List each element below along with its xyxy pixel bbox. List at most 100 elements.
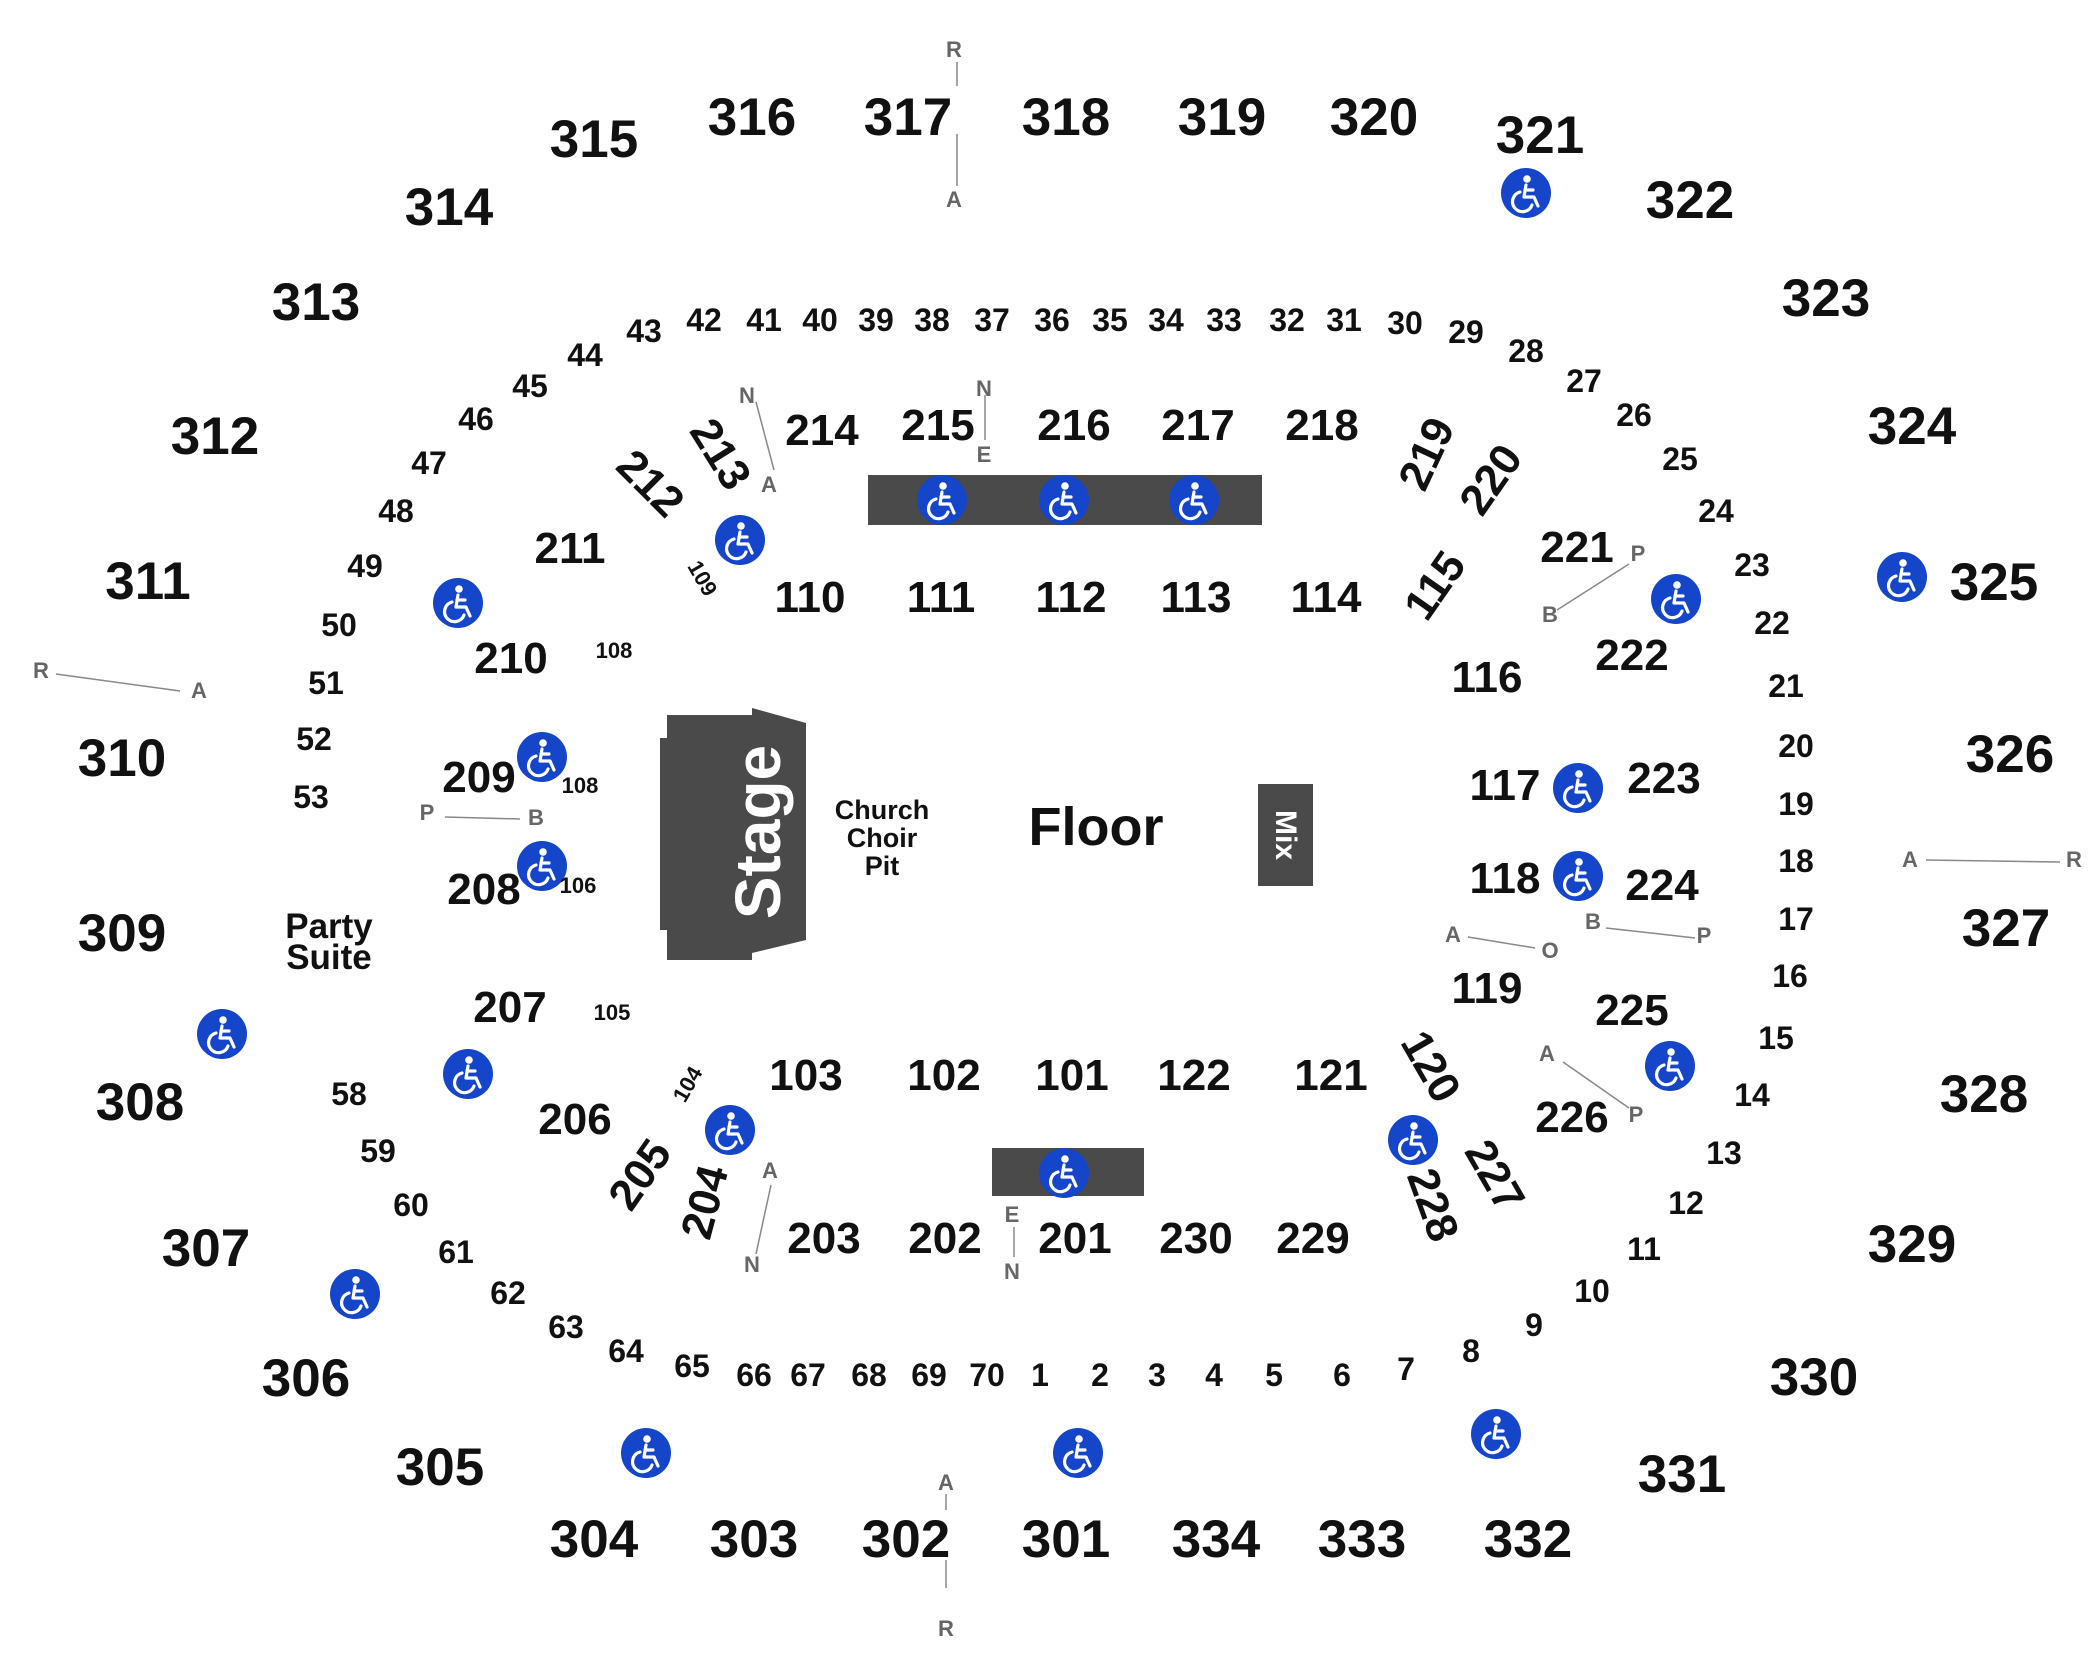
section-227[interactable]: 227 xyxy=(1455,1132,1534,1220)
club-section[interactable]: 59 xyxy=(360,1133,396,1169)
club-section[interactable]: 1 xyxy=(1031,1357,1049,1393)
club-section[interactable]: 60 xyxy=(393,1187,429,1223)
section-202[interactable]: 202 xyxy=(908,1214,981,1263)
section-306[interactable]: 306 xyxy=(262,1349,350,1408)
club-section[interactable]: 10 xyxy=(1574,1273,1610,1309)
section-207[interactable]: 207 xyxy=(473,983,546,1032)
club-section[interactable]: 40 xyxy=(802,302,838,338)
club-section[interactable]: 65 xyxy=(674,1348,710,1384)
party-suite-line-2[interactable]: Suite xyxy=(286,938,372,977)
section-101[interactable]: 101 xyxy=(1035,1051,1108,1100)
club-section[interactable]: 47 xyxy=(411,445,447,481)
club-section[interactable]: 3 xyxy=(1148,1357,1166,1393)
section-229[interactable]: 229 xyxy=(1276,1214,1349,1263)
section-102[interactable]: 102 xyxy=(907,1051,980,1100)
club-section[interactable]: 29 xyxy=(1448,314,1484,350)
section-318[interactable]: 318 xyxy=(1022,88,1110,147)
section-308[interactable]: 308 xyxy=(96,1073,184,1132)
section-230[interactable]: 230 xyxy=(1159,1214,1232,1263)
section-212[interactable]: 212 xyxy=(607,440,694,527)
section-333[interactable]: 333 xyxy=(1318,1510,1406,1569)
section-208[interactable]: 208 xyxy=(447,865,520,914)
section-216[interactable]: 216 xyxy=(1037,401,1110,450)
club-section[interactable]: 17 xyxy=(1778,901,1814,937)
club-section[interactable]: 69 xyxy=(911,1357,947,1393)
club-section[interactable]: 18 xyxy=(1778,843,1814,879)
section-112[interactable]: 112 xyxy=(1036,573,1107,622)
section-113[interactable]: 113 xyxy=(1161,573,1232,622)
section-326[interactable]: 326 xyxy=(1966,725,2054,784)
section-222[interactable]: 222 xyxy=(1595,631,1668,680)
section-305[interactable]: 305 xyxy=(396,1438,484,1497)
section-224[interactable]: 224 xyxy=(1625,861,1699,910)
section-105[interactable]: 105 xyxy=(594,1000,631,1025)
section-307[interactable]: 307 xyxy=(162,1219,250,1278)
section-327[interactable]: 327 xyxy=(1962,899,2050,958)
section-320[interactable]: 320 xyxy=(1330,88,1418,147)
section-121[interactable]: 121 xyxy=(1294,1051,1367,1100)
party-suite-line-1[interactable]: Party xyxy=(285,907,373,946)
club-section[interactable]: 33 xyxy=(1206,302,1242,338)
section-332[interactable]: 332 xyxy=(1484,1510,1572,1569)
club-section[interactable]: 58 xyxy=(331,1076,367,1112)
club-section[interactable]: 25 xyxy=(1662,441,1698,477)
club-section[interactable]: 52 xyxy=(296,721,332,757)
club-section[interactable]: 64 xyxy=(608,1333,644,1369)
club-section[interactable]: 14 xyxy=(1734,1077,1770,1113)
section-213[interactable]: 213 xyxy=(680,410,760,498)
section-330[interactable]: 330 xyxy=(1770,1348,1858,1407)
club-section[interactable]: 37 xyxy=(974,302,1010,338)
section-104[interactable]: 104 xyxy=(667,1061,707,1106)
section-119[interactable]: 119 xyxy=(1452,964,1523,1013)
section-226[interactable]: 226 xyxy=(1535,1093,1608,1142)
club-section[interactable]: 63 xyxy=(548,1309,584,1345)
section-204[interactable]: 204 xyxy=(672,1160,738,1244)
section-315[interactable]: 315 xyxy=(550,110,638,169)
club-section[interactable]: 32 xyxy=(1269,302,1305,338)
club-section[interactable]: 7 xyxy=(1397,1351,1415,1387)
club-section[interactable]: 19 xyxy=(1778,786,1814,822)
section-103[interactable]: 103 xyxy=(769,1051,842,1100)
section-106[interactable]: 106 xyxy=(560,873,597,898)
club-section[interactable]: 28 xyxy=(1508,333,1544,369)
club-section[interactable]: 30 xyxy=(1387,305,1423,341)
club-section[interactable]: 62 xyxy=(490,1275,526,1311)
section-108-upper[interactable]: 108 xyxy=(596,638,633,663)
section-206[interactable]: 206 xyxy=(538,1095,611,1144)
club-section[interactable]: 44 xyxy=(567,337,603,373)
section-228[interactable]: 228 xyxy=(1397,1162,1468,1248)
section-319[interactable]: 319 xyxy=(1178,88,1266,147)
club-section[interactable]: 70 xyxy=(969,1357,1005,1393)
section-311[interactable]: 311 xyxy=(105,552,191,611)
club-section[interactable]: 8 xyxy=(1462,1333,1480,1369)
section-115[interactable]: 115 xyxy=(1395,543,1476,629)
club-section[interactable]: 16 xyxy=(1772,958,1808,994)
club-section[interactable]: 15 xyxy=(1758,1020,1794,1056)
section-314[interactable]: 314 xyxy=(405,178,494,237)
club-section[interactable]: 26 xyxy=(1616,397,1652,433)
section-214[interactable]: 214 xyxy=(785,406,859,455)
club-section[interactable]: 5 xyxy=(1265,1357,1283,1393)
section-325[interactable]: 325 xyxy=(1950,553,2038,612)
club-section[interactable]: 22 xyxy=(1754,605,1790,641)
section-316[interactable]: 316 xyxy=(708,88,796,147)
section-117[interactable]: 117 xyxy=(1470,761,1541,810)
club-section[interactable]: 41 xyxy=(746,302,782,338)
section-116[interactable]: 116 xyxy=(1452,653,1523,702)
section-209[interactable]: 209 xyxy=(442,753,515,802)
club-section[interactable]: 6 xyxy=(1333,1357,1351,1393)
section-211[interactable]: 211 xyxy=(535,524,606,573)
section-223[interactable]: 223 xyxy=(1627,754,1700,803)
section-303[interactable]: 303 xyxy=(710,1510,798,1569)
section-218[interactable]: 218 xyxy=(1285,401,1358,450)
club-section[interactable]: 34 xyxy=(1148,302,1184,338)
club-section[interactable]: 31 xyxy=(1326,302,1362,338)
section-114[interactable]: 114 xyxy=(1291,573,1363,622)
section-219[interactable]: 219 xyxy=(1389,410,1464,497)
club-section[interactable]: 42 xyxy=(686,302,722,338)
club-section[interactable]: 50 xyxy=(321,607,357,643)
section-310[interactable]: 310 xyxy=(78,729,166,788)
section-220[interactable]: 220 xyxy=(1450,436,1532,524)
club-section[interactable]: 67 xyxy=(790,1357,826,1393)
club-section[interactable]: 39 xyxy=(858,302,894,338)
